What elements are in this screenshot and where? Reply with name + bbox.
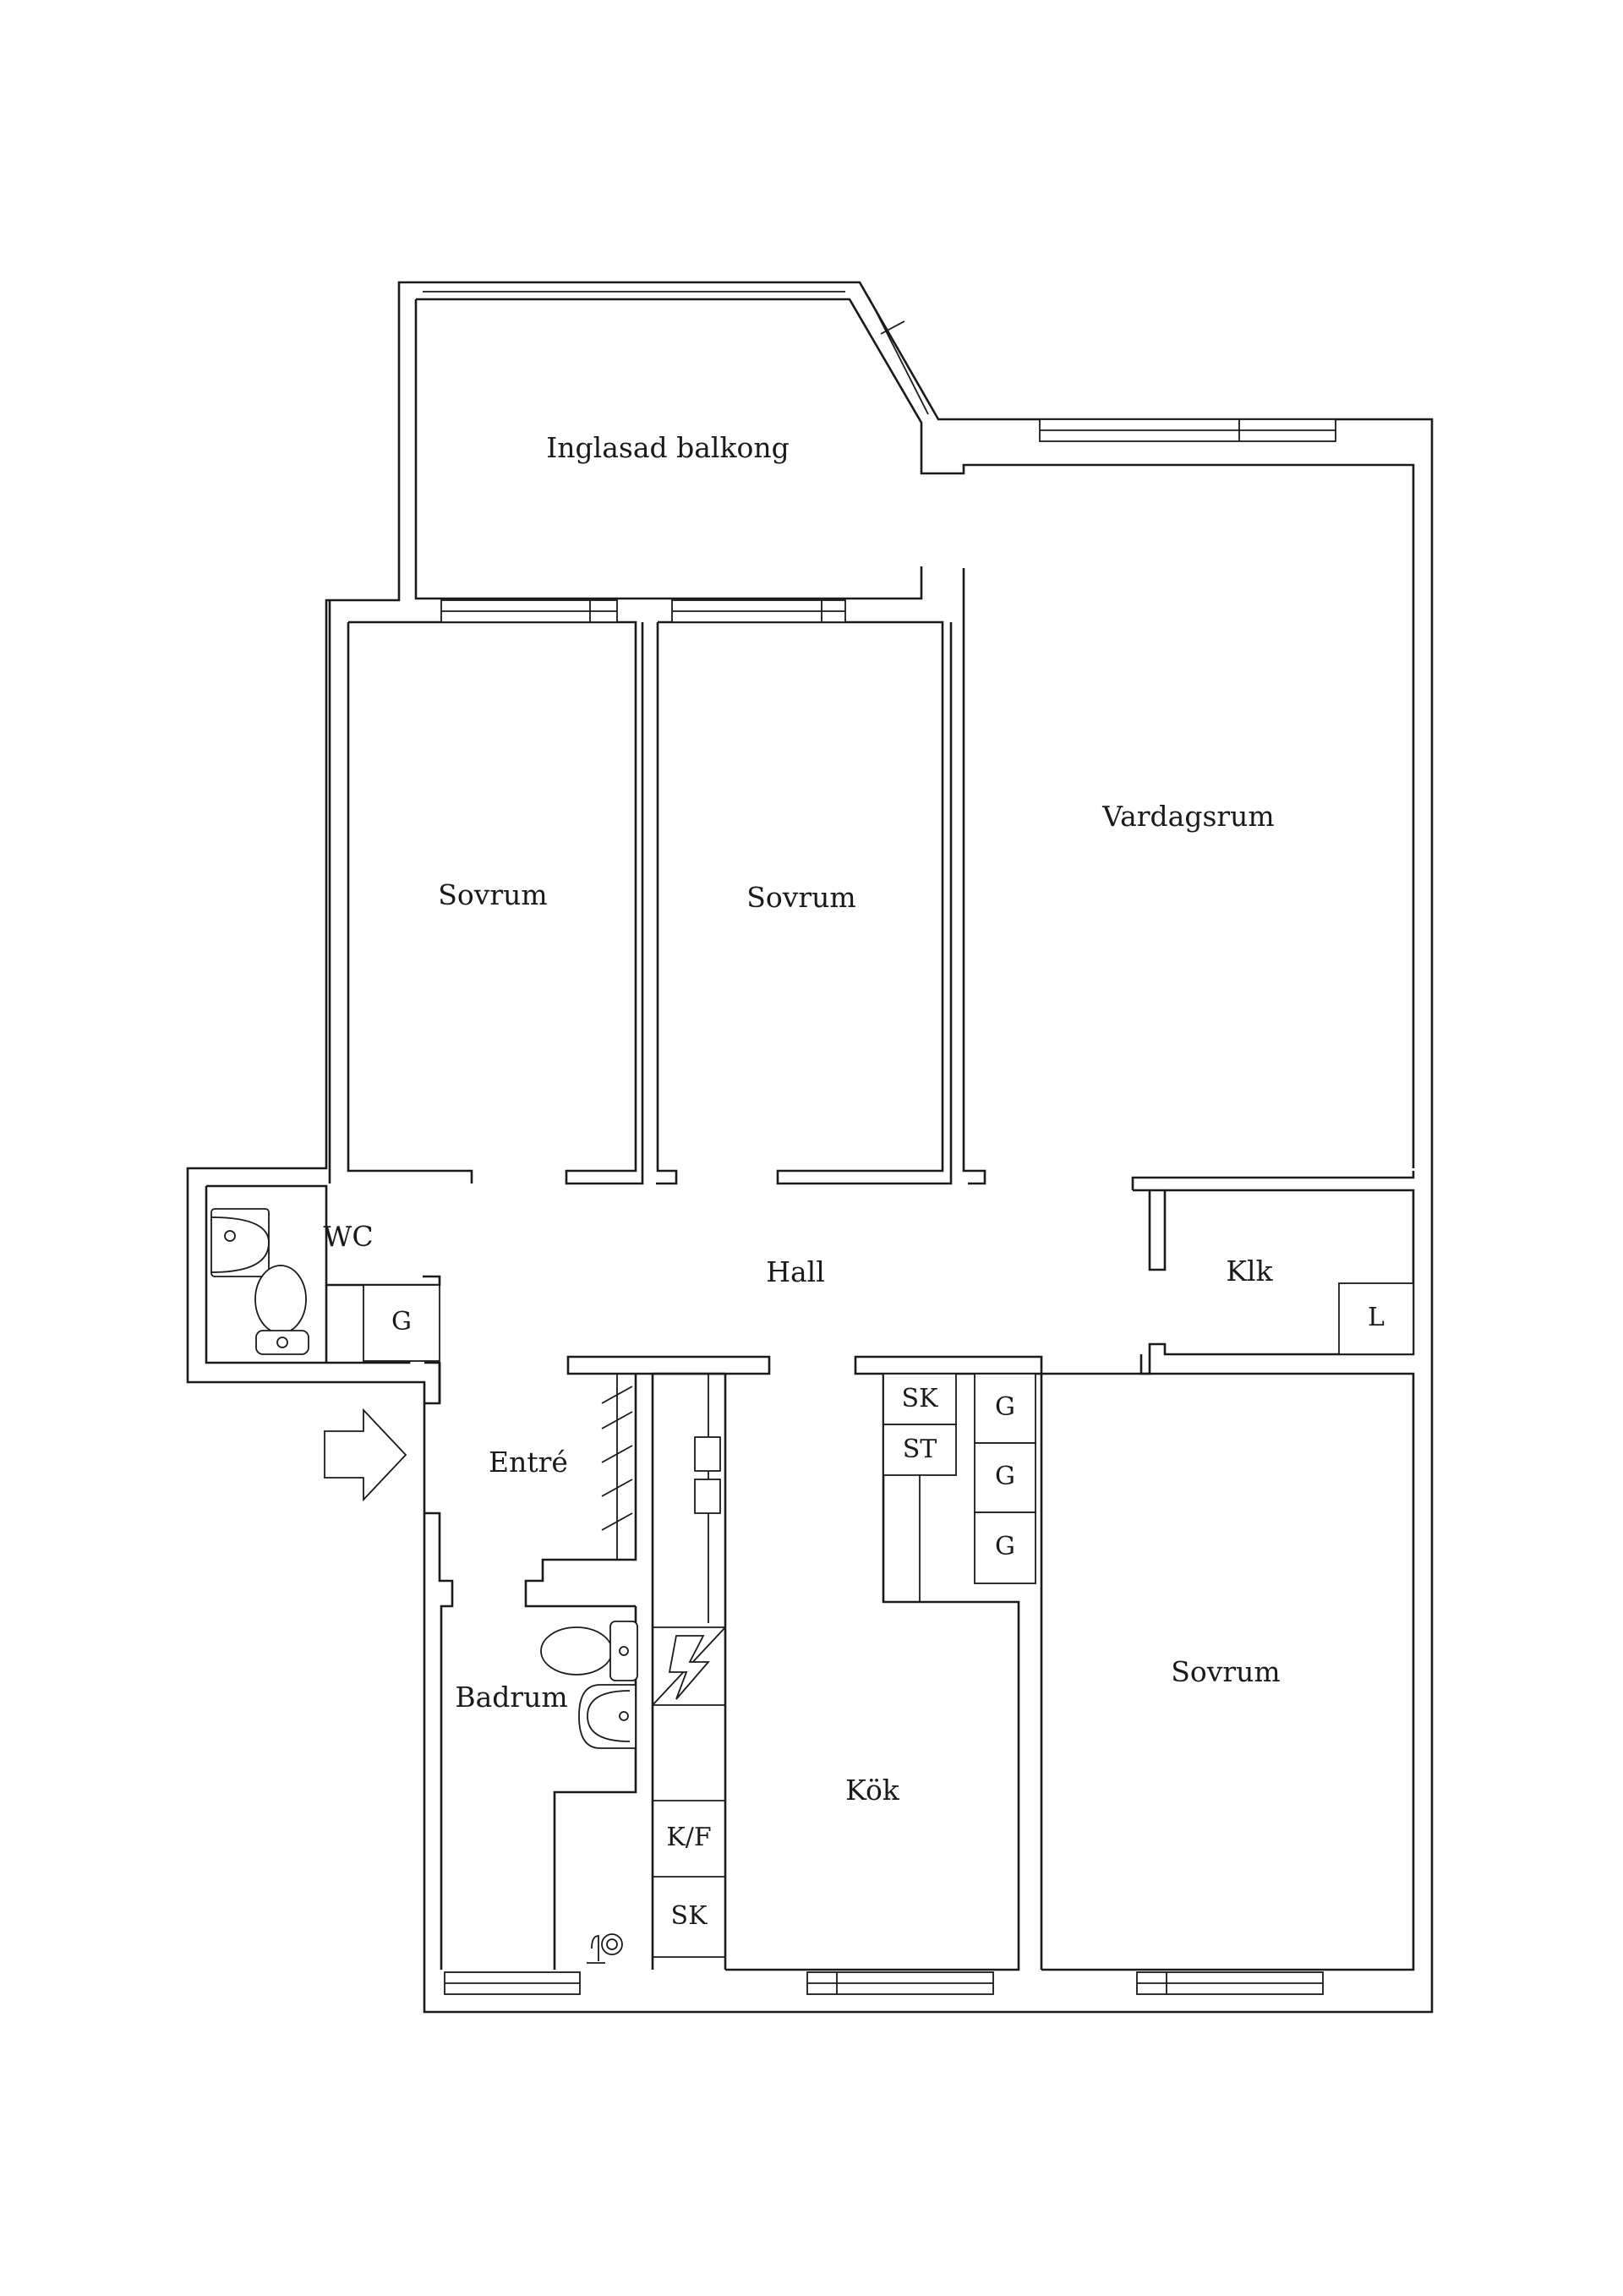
balcony: Inglasad balkong xyxy=(423,282,939,464)
kitchen-label: Kök xyxy=(845,1774,900,1807)
bathroom-label: Badrum xyxy=(455,1681,567,1714)
wardrobe-1-label: G xyxy=(995,1392,1015,1422)
toilet-icon xyxy=(254,1265,309,1355)
kitchen-kf-label: K/F xyxy=(666,1823,711,1852)
wc-wardrobe-label: G xyxy=(391,1307,412,1337)
closet-l-label: L xyxy=(1368,1303,1385,1332)
entrance-arrow-icon xyxy=(324,1408,407,1502)
entrance: Entré xyxy=(324,1361,637,1970)
st-label: ST xyxy=(903,1435,937,1464)
bottom-windows xyxy=(444,1971,1324,1995)
sk-label: SK xyxy=(902,1384,939,1413)
wc: G WC xyxy=(205,1184,441,1364)
bathroom: Badrum xyxy=(455,1606,638,1970)
bedroom-1-label: Sovrum xyxy=(438,878,547,911)
bedroom-3: Sovrum xyxy=(1041,1372,1415,1971)
hall: Hall xyxy=(566,1255,1043,1375)
living-room-window xyxy=(1039,418,1336,442)
living-room: Vardagsrum xyxy=(962,568,1415,1190)
bedroom-3-label: Sovrum xyxy=(1171,1655,1280,1688)
wardrobes: G G G xyxy=(974,1373,1043,1970)
kitchen-sk-label: SK xyxy=(671,1901,708,1931)
sink-icon xyxy=(578,1684,637,1749)
entrance-label: Entré xyxy=(489,1446,568,1479)
bedroom-2-label: Sovrum xyxy=(746,881,855,914)
wc-label: WC xyxy=(323,1220,373,1253)
toilet-icon xyxy=(540,1621,638,1681)
storage-closets: SK ST xyxy=(883,1373,957,1602)
bedroom-1: Sovrum xyxy=(328,599,644,1185)
exterior-walls xyxy=(186,281,1434,2014)
sink-icon xyxy=(210,1208,270,1277)
living-room-label: Vardagsrum xyxy=(1101,800,1274,833)
wardrobe-3-label: G xyxy=(995,1532,1015,1561)
lightning-icon xyxy=(668,1635,710,1700)
closet: L Klk xyxy=(1133,1189,1415,1375)
hall-label: Hall xyxy=(766,1255,825,1288)
balcony-label: Inglasad balkong xyxy=(546,431,789,464)
shower-icon xyxy=(587,1933,623,1964)
wardrobe-2-label: G xyxy=(995,1462,1015,1491)
closet-label: Klk xyxy=(1226,1255,1273,1287)
bedroom-2: Sovrum xyxy=(656,599,953,1185)
kitchen: K/F SK Kök xyxy=(651,1372,1020,1971)
